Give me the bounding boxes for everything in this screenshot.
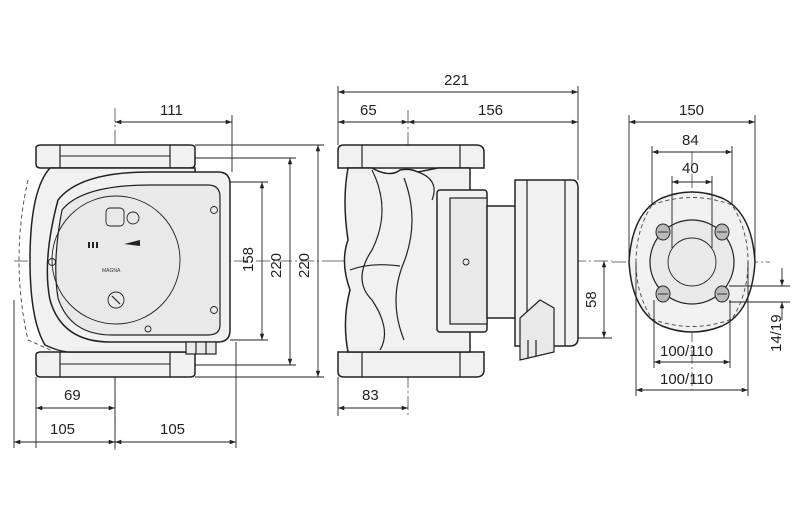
side-top-flange	[337, 144, 485, 169]
dim-side-overall-length: 221	[444, 72, 469, 89]
front-view: MAGNA 111 158 220 220 69	[13, 102, 330, 450]
dim-side-port-offset: 65	[360, 102, 377, 119]
dim-flange-bolt-circle: 84	[682, 132, 699, 149]
dim-front-right-half: 105	[160, 421, 185, 438]
dim-flange-bolt-spacing-lower: 100/110	[660, 371, 713, 388]
dim-flange-bolt-spacing-upper: 100/110	[660, 343, 713, 360]
flange-view: 150 84 40 100/110 100/110 14/19	[612, 102, 790, 396]
side-view: 221 65 156 58 83	[330, 72, 612, 418]
dim-front-left-half: 105	[50, 421, 75, 438]
dim-front-height-outer: 220	[296, 253, 313, 278]
dim-front-body-height: 158	[240, 247, 257, 272]
dim-side-axis-offset: 58	[583, 291, 600, 308]
dim-flange-outer: 150	[679, 102, 704, 119]
front-bottom-flange	[35, 351, 196, 378]
dim-flange-bore: 40	[682, 160, 699, 177]
dim-front-left-offset: 69	[64, 387, 81, 404]
side-bottom-flange	[337, 351, 485, 378]
dim-side-bottom-offset: 83	[362, 387, 379, 404]
front-top-flange	[35, 144, 196, 169]
side-motor-housing	[486, 205, 519, 319]
dim-flange-bolt-hole: 14/19	[768, 314, 785, 352]
dim-front-height-inner: 220	[268, 253, 285, 278]
dim-side-motor-length: 156	[478, 102, 503, 119]
front-panel-text: MAGNA	[102, 268, 121, 274]
dim-front-width: 111	[160, 102, 183, 119]
